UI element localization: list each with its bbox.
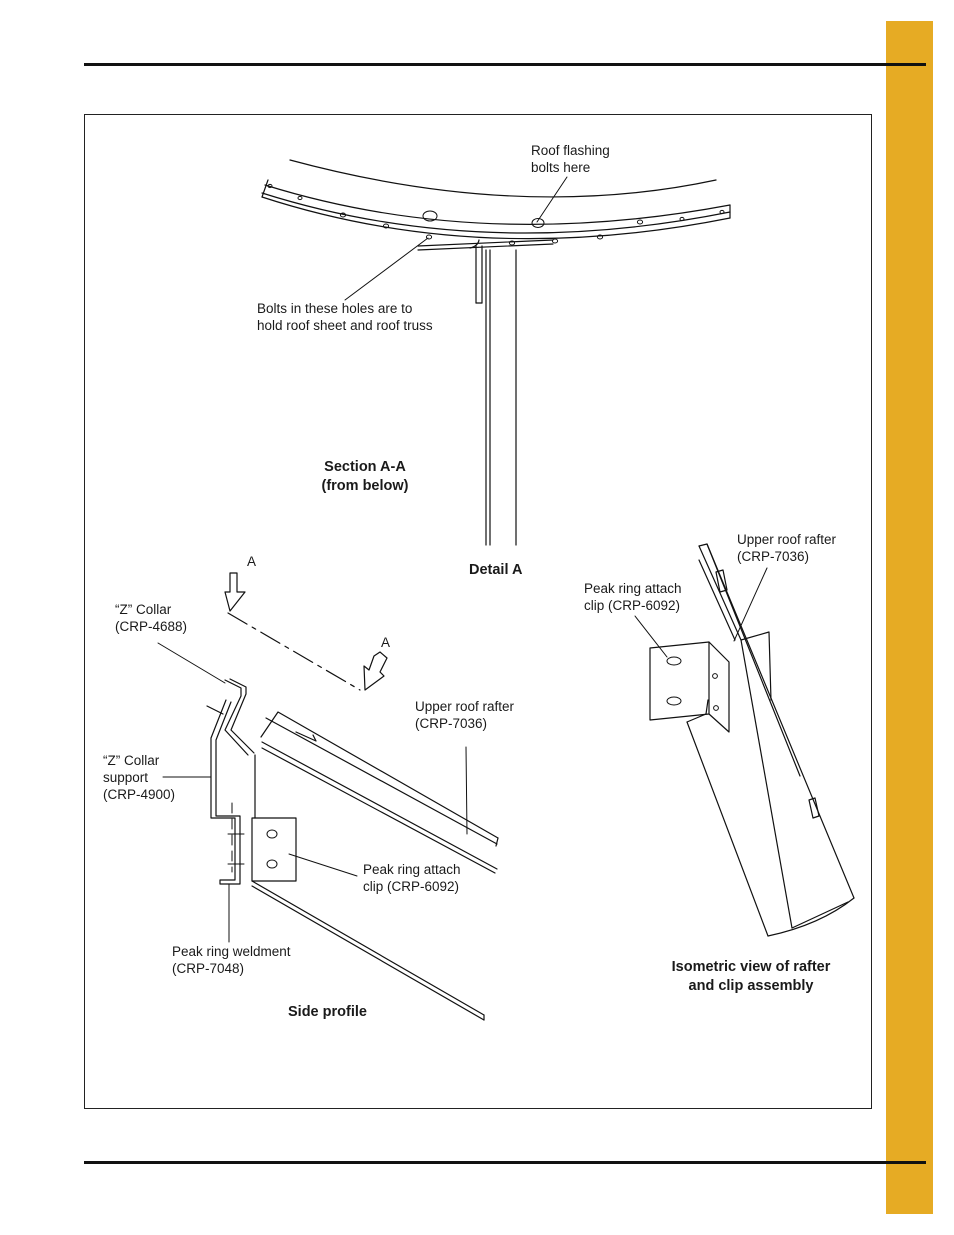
section-aa-caption: Section A-A (from below) bbox=[321, 459, 409, 494]
upper-roof-rafter-label: Upper roof rafter (CRP-7036) bbox=[415, 699, 515, 731]
detail-a-caption: Detail A bbox=[469, 562, 523, 578]
chapter-tab bbox=[886, 21, 933, 1214]
section-rafter bbox=[485, 249, 517, 546]
iso-upper-roof-rafter-label: Upper roof rafter (CRP-7036) bbox=[737, 532, 837, 564]
side-profile-caption: Side profile bbox=[288, 1004, 367, 1020]
z-collar bbox=[206, 678, 255, 756]
footer-rule bbox=[84, 1161, 926, 1164]
peak-ring-weldment-label: Peak ring weldment (CRP-7048) bbox=[172, 944, 291, 976]
iso-rafter bbox=[686, 543, 855, 937]
side-rafter bbox=[254, 711, 499, 874]
side-clip bbox=[227, 817, 297, 882]
peak-ring-arc bbox=[261, 159, 731, 240]
section-arrow-a-label: A bbox=[381, 635, 391, 650]
iso-leaders bbox=[634, 567, 768, 658]
z-collar-support-label: “Z” Collar support (CRP-4900) bbox=[103, 753, 176, 802]
z-collar-support bbox=[210, 699, 241, 885]
z-collar-label: “Z” Collar (CRP-4688) bbox=[115, 602, 188, 634]
isometric-caption: Isometric view of rafter and clip assemb… bbox=[671, 959, 831, 994]
section-arrows bbox=[224, 572, 388, 691]
iso-clip bbox=[649, 641, 730, 733]
section-arrow-a-label: A bbox=[247, 554, 257, 569]
figure-frame bbox=[84, 114, 872, 1109]
roof-flashing-label: Roof flashing bolts here bbox=[531, 143, 610, 175]
side-lower-rafter bbox=[251, 880, 485, 1021]
section-leaders bbox=[344, 176, 568, 301]
iso-peak-ring-clip-label: Peak ring attach clip (CRP-6092) bbox=[584, 581, 682, 613]
side-leaders bbox=[157, 642, 468, 943]
section-clip bbox=[417, 239, 554, 304]
header-rule bbox=[84, 63, 926, 66]
peak-ring-clip-label: Peak ring attach clip (CRP-6092) bbox=[363, 862, 461, 894]
bolt-holes-label: Bolts in these holes are to hold roof sh… bbox=[257, 301, 433, 333]
arc-bolt-holes bbox=[267, 183, 725, 246]
